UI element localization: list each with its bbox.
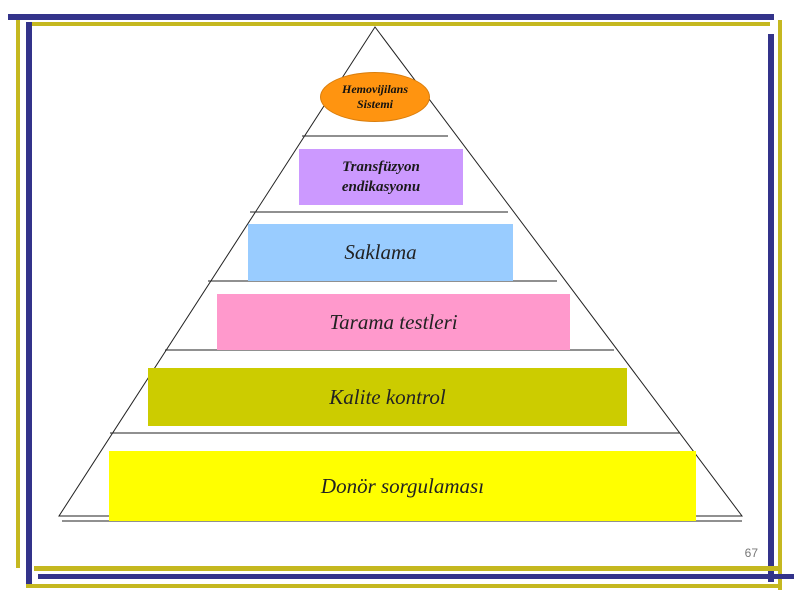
frame-left-olive (16, 20, 20, 568)
level-storage: Saklama (248, 224, 513, 281)
level-label-line2: endikasyonu (341, 179, 421, 195)
frame-top-olive (30, 22, 770, 26)
level-label: Donör sorgulaması (320, 473, 485, 498)
apex-label-line2: Sistemi (356, 97, 393, 111)
level-label: Kalite kontrol (329, 384, 446, 409)
level-screening-tests: Tarama testleri (217, 294, 570, 350)
frame-bottom-navy (38, 574, 794, 579)
level-transfusion-indication: Transfüzyon endikasyonu (299, 149, 463, 205)
level-quality-control: Kalite kontrol (148, 368, 627, 426)
page-number: 67 (744, 546, 758, 560)
frame-right-navy (768, 34, 774, 582)
frame-right-olive (778, 20, 782, 590)
frame-top-navy (8, 14, 774, 20)
frame-left-navy (26, 22, 32, 588)
apex-label-line1: Hemovijilans (342, 82, 408, 96)
level-label: Tarama testleri (329, 309, 458, 334)
apex-hemovigilance-ellipse: Hemovijilans Sistemi (320, 72, 430, 122)
level-label: Saklama (344, 240, 417, 264)
level-donor-questioning: Donör sorgulaması (109, 451, 696, 521)
frame-bottom-olive-2 (26, 584, 778, 588)
frame-bottom-olive (34, 566, 780, 571)
level-label-line1: Transfüzyon (342, 159, 420, 175)
